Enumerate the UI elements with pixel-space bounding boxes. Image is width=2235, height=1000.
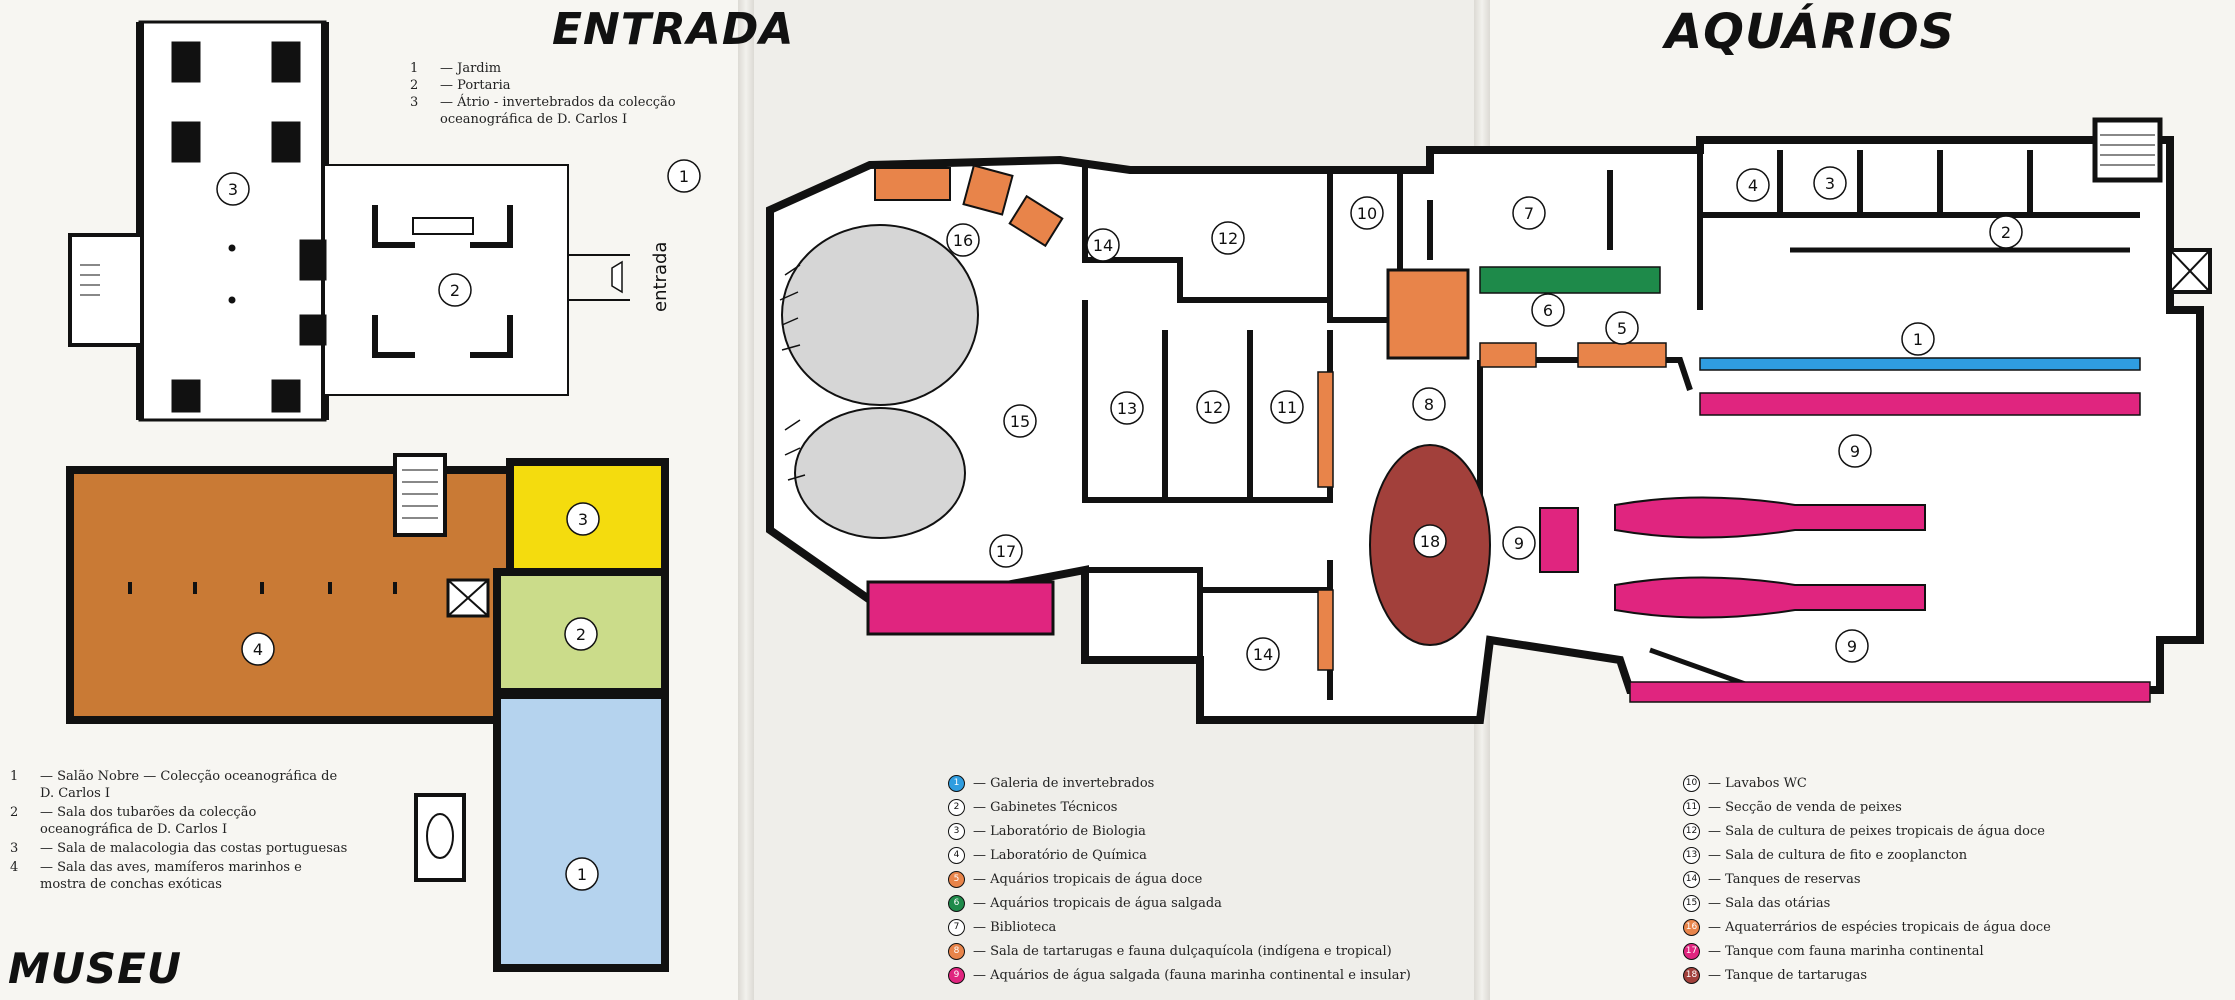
legend-item: 8— Sala de tartarugas e fauna dulçaquíco… xyxy=(948,939,1468,963)
legend-item: 4— Sala das aves, mamíferos marinhos e m… xyxy=(10,860,302,892)
legend-marker: 14 xyxy=(1683,870,1700,888)
legend-item: 5— Aquários tropicais de água doce xyxy=(948,867,1468,891)
legend-item: 2— Gabinetes Técnicos xyxy=(948,795,1468,819)
legend-marker: 16 xyxy=(1683,918,1700,936)
legend-item: 3— Laboratório de Biologia xyxy=(948,819,1468,843)
svg-text:3: 3 xyxy=(578,510,588,529)
svg-text:7: 7 xyxy=(1524,204,1534,223)
entrada-legend: 1— Jardim 2— Portaria 3— Átrio - inverte… xyxy=(410,60,730,128)
legend-item: 18— Tanque de tartarugas xyxy=(1683,963,2223,987)
svg-text:14: 14 xyxy=(1253,645,1273,664)
room-numbers: 3 1 2 3 2 4 1 16 14 12 10 7 4 3 2 6 5 1 … xyxy=(216,159,2023,891)
svg-text:2: 2 xyxy=(576,625,586,644)
legend-marker: 9 xyxy=(948,966,965,984)
legend-item: 9— Aquários de água salgada (fauna marin… xyxy=(948,963,1468,987)
legend-item: 1— Galeria de invertebrados xyxy=(948,771,1468,795)
museu-title: MUSEU xyxy=(8,944,182,993)
legend-item: 2— Portaria xyxy=(410,78,511,93)
legend-item: 6— Aquários tropicais de água salgada xyxy=(948,891,1468,915)
svg-text:4: 4 xyxy=(253,640,263,659)
legend-marker: 4 xyxy=(948,846,965,864)
legend-marker: 10 xyxy=(1683,774,1700,792)
entrada-title: ENTRADA xyxy=(552,4,795,55)
legend-marker: 18 xyxy=(1683,966,1700,984)
legend-marker: 1 xyxy=(948,774,965,792)
svg-text:12: 12 xyxy=(1218,229,1238,248)
legend-marker: 2 xyxy=(948,798,965,816)
legend-marker: 12 xyxy=(1683,822,1700,840)
legend-item: 17— Tanque com fauna marinha continental xyxy=(1683,939,2223,963)
legend-item: 2— Sala dos tubarões da colecção oceanog… xyxy=(10,805,257,837)
legend-item: 4— Laboratório de Química xyxy=(948,843,1468,867)
svg-text:8: 8 xyxy=(1424,395,1434,414)
svg-text:5: 5 xyxy=(1617,319,1627,338)
legend-item: 16— Aquaterrários de espécies tropicais … xyxy=(1683,915,2223,939)
svg-text:11: 11 xyxy=(1277,398,1297,417)
legend-marker: 5 xyxy=(948,870,965,888)
svg-text:3: 3 xyxy=(228,180,238,199)
legend-item: 15— Sala das otárias xyxy=(1683,891,2223,915)
svg-text:17: 17 xyxy=(996,542,1016,561)
legend-marker: 3 xyxy=(948,822,965,840)
entrada-door-label: entrada xyxy=(650,242,671,312)
svg-text:14: 14 xyxy=(1093,236,1113,255)
svg-text:2: 2 xyxy=(450,281,460,300)
legend-item: 1— Jardim xyxy=(410,61,502,76)
legend-marker: 15 xyxy=(1683,894,1700,912)
svg-text:9: 9 xyxy=(1850,442,1860,461)
svg-text:9: 9 xyxy=(1514,534,1524,553)
svg-text:1: 1 xyxy=(577,865,587,884)
legend-item: 10— Lavabos WC xyxy=(1683,771,2223,795)
svg-text:16: 16 xyxy=(953,231,973,250)
svg-text:3: 3 xyxy=(1825,174,1835,193)
legend-marker: 11 xyxy=(1683,798,1700,816)
legend-item: 1— Salão Nobre — Colecção oceanográfica … xyxy=(10,769,338,801)
legend-item: 3— Sala de malacologia das costas portug… xyxy=(10,841,348,856)
svg-text:9: 9 xyxy=(1847,637,1857,656)
svg-text:18: 18 xyxy=(1420,532,1440,551)
aquarios-plan xyxy=(766,117,2212,724)
legend-marker: 6 xyxy=(948,894,965,912)
svg-text:1: 1 xyxy=(1913,330,1923,349)
svg-text:2: 2 xyxy=(2001,223,2011,242)
svg-text:12: 12 xyxy=(1203,398,1223,417)
legend-marker: 7 xyxy=(948,918,965,936)
legend-item: 12— Sala de cultura de peixes tropicais … xyxy=(1683,819,2223,843)
legend-item: 11— Secção de venda de peixes xyxy=(1683,795,2223,819)
legend-item: 14— Tanques de reservas xyxy=(1683,867,2223,891)
svg-text:1: 1 xyxy=(679,167,689,186)
svg-text:15: 15 xyxy=(1010,412,1030,431)
museu-legend: 1— Salão Nobre — Colecção oceanográfica … xyxy=(10,768,350,895)
legend-item: 13— Sala de cultura de fito e zooplancto… xyxy=(1683,843,2223,867)
aquarios-legend-right: 10— Lavabos WC 11— Secção de venda de pe… xyxy=(1683,771,2223,987)
svg-text:10: 10 xyxy=(1357,204,1377,223)
aquarios-legend-left: 1— Galeria de invertebrados 2— Gabinetes… xyxy=(948,771,1468,987)
aquarios-title: AQUÁRIOS xyxy=(1665,4,1956,60)
legend-marker: 17 xyxy=(1683,942,1700,960)
svg-text:6: 6 xyxy=(1543,301,1553,320)
svg-text:4: 4 xyxy=(1748,176,1758,195)
legend-marker: 13 xyxy=(1683,846,1700,864)
legend-item: 7— Biblioteca xyxy=(948,915,1468,939)
legend-item: 3— Átrio - invertebrados da colecção oce… xyxy=(410,95,676,127)
legend-marker: 8 xyxy=(948,942,965,960)
svg-text:13: 13 xyxy=(1117,399,1137,418)
page-gutter-left xyxy=(738,0,754,1000)
